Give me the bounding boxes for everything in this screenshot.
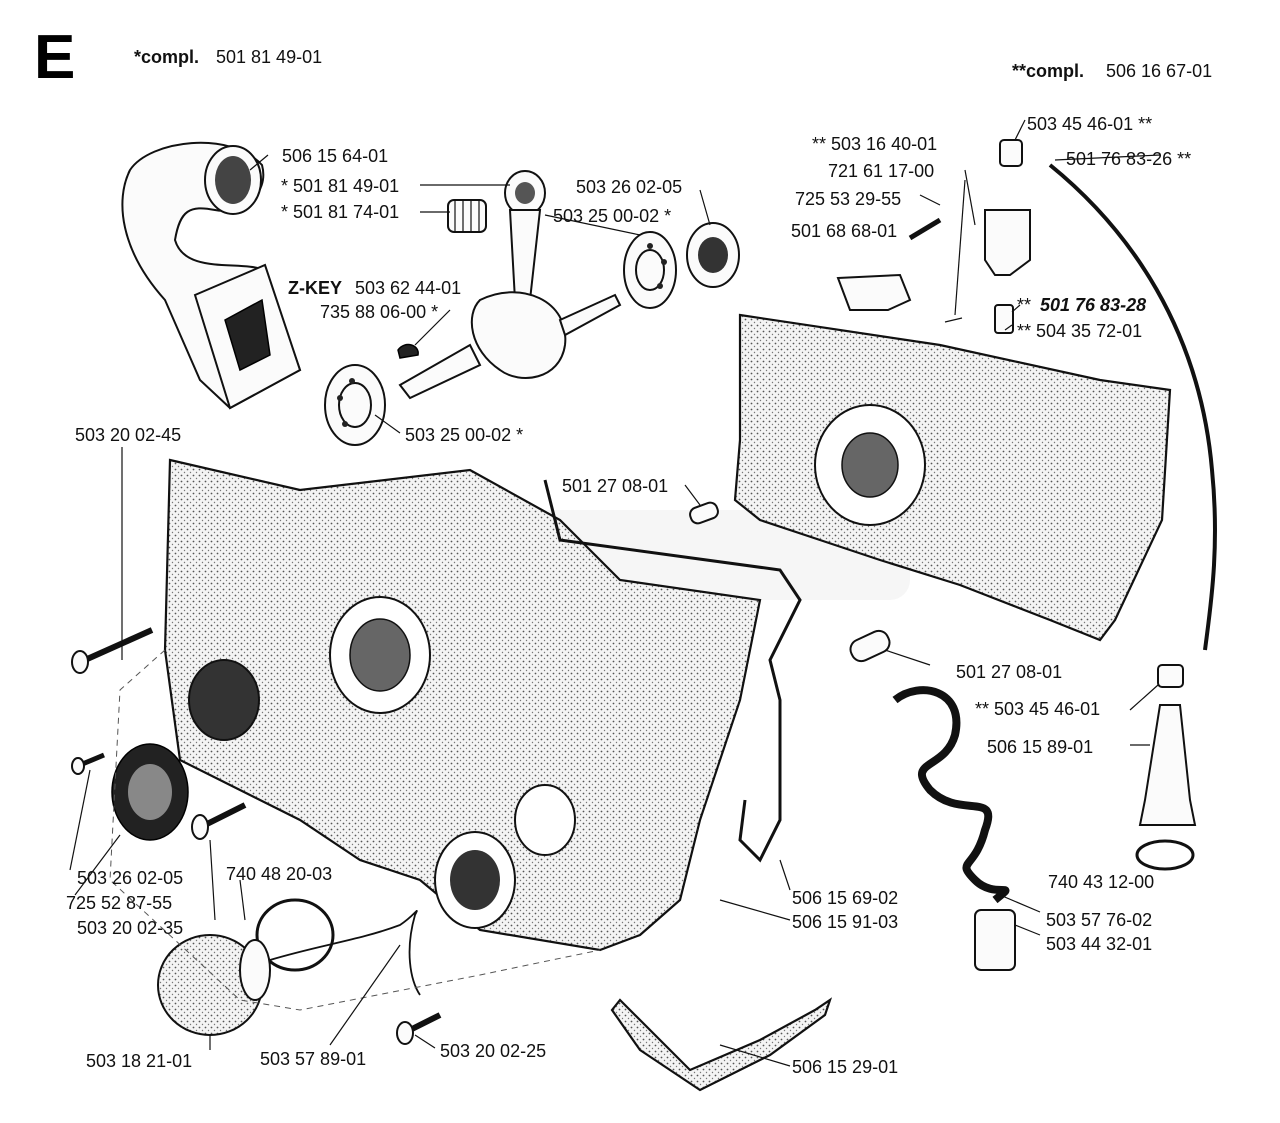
left-crankcase-part [163,458,762,952]
strap-part [269,910,421,996]
o-ring-part [255,898,335,972]
label-735-88-06-00: 735 88 06-00 * [320,302,438,322]
label-721-61-17-00: 721 61 17-00 [828,161,934,181]
label-503-20-02-45: 503 20 02-45 [75,425,181,445]
intake-boot-part [121,141,302,410]
label-501-76-83-28-prefix: ** [1017,295,1031,315]
crankshaft-part [398,170,622,400]
pump-screw-part [908,217,942,241]
label-504-35-72-01: ** 504 35 72-01 [1017,321,1142,341]
label-503-20-02-35: 503 20 02-35 [77,918,183,938]
leader-lines [69,119,1166,1067]
oil-filter-part [974,909,1016,971]
dowel-pin-bottom-part [849,629,891,663]
label-506-15-91-03: 506 15 91-03 [792,912,898,932]
oil-cap-part [157,934,271,1036]
right-crankcase-part [733,313,1172,642]
label-503-57-76-02: 503 57 76-02 [1046,910,1152,930]
dowel-pin-top-part [689,501,719,525]
label-503-45-46-01-bottom: ** 503 45 46-01 [975,699,1100,719]
label-501-81-74-01: * 501 81 74-01 [281,202,399,222]
seal-bottom-part [111,743,189,841]
label-z-key-prefix: Z-KEY [288,278,342,298]
label-740-43-12-00: 740 43 12-00 [1048,872,1154,892]
screw-35-part [191,802,247,840]
label-501-68-68-01: 501 68 68-01 [791,221,897,241]
label-503-18-21-01: 503 18 21-01 [86,1051,192,1071]
seal-top-part [686,222,740,288]
o-ring-small-part [1135,839,1195,871]
label-503-57-89-01: 503 57 89-01 [260,1049,366,1069]
tank-vent-part [1138,664,1197,826]
label-501-81-49-01: * 501 81 49-01 [281,176,399,196]
spring-part [892,686,1010,904]
oil-hose-part [1048,163,1217,651]
gasket-part [543,479,802,863]
label-501-76-83-28: 501 76 83-28 [1040,295,1146,315]
label-503-26-02-05-bottom: 503 26 02-05 [77,868,183,888]
label-506-15-29-01: 506 15 29-01 [792,1057,898,1077]
compl-right-prefix: **compl. [1012,61,1084,81]
pump-valve-part [984,139,1031,334]
label-506-15-69-02: 506 15 69-02 [792,888,898,908]
label-506-15-89-01: 506 15 89-01 [987,737,1093,757]
label-501-76-83-26: 501 76 83-26 ** [1066,149,1191,169]
label-503-25-00-02-top: 503 25 00-02 * [553,206,671,226]
label-503-16-40-01: ** 503 16 40-01 [812,134,937,154]
label-501-27-08-01-top: 501 27 08-01 [562,476,668,496]
label-506-15-64-01: 506 15 64-01 [282,146,388,166]
label-503-44-32-01: 503 44 32-01 [1046,934,1152,954]
ball-bearing-top-part [623,231,677,309]
label-740-48-20-03: 740 48 20-03 [226,864,332,884]
compl-right-part: 506 16 67-01 [1106,61,1212,81]
label-503-25-00-02-bottom: 503 25 00-02 * [405,425,523,445]
ball-bearing-bottom-part [324,364,386,446]
label-503-20-02-25: 503 20 02-25 [440,1041,546,1061]
section-letter: E [34,23,75,92]
long-screw-part [71,627,154,674]
label-z-key-part: 503 62 44-01 [355,278,461,298]
label-503-26-02-05-top: 503 26 02-05 [576,177,682,197]
label-725-53-29-55: 725 53 29-55 [795,189,901,209]
label-503-45-46-01-top: 503 45 46-01 ** [1027,114,1152,134]
bracket-plate-part [836,273,912,311]
woodruff-key-part [397,343,419,359]
pin-part [944,317,963,323]
label-501-27-08-01-bottom: 501 27 08-01 [956,662,1062,682]
assembly-guide [109,649,601,1011]
label-725-52-87-55: 725 52 87-55 [66,893,172,913]
screw-25-part [396,1012,442,1045]
small-screw-part [71,752,105,775]
needle-bearing-part [447,199,487,233]
compl-left-prefix: *compl. [134,47,199,67]
compl-left-part: 501 81 49-01 [216,47,322,67]
